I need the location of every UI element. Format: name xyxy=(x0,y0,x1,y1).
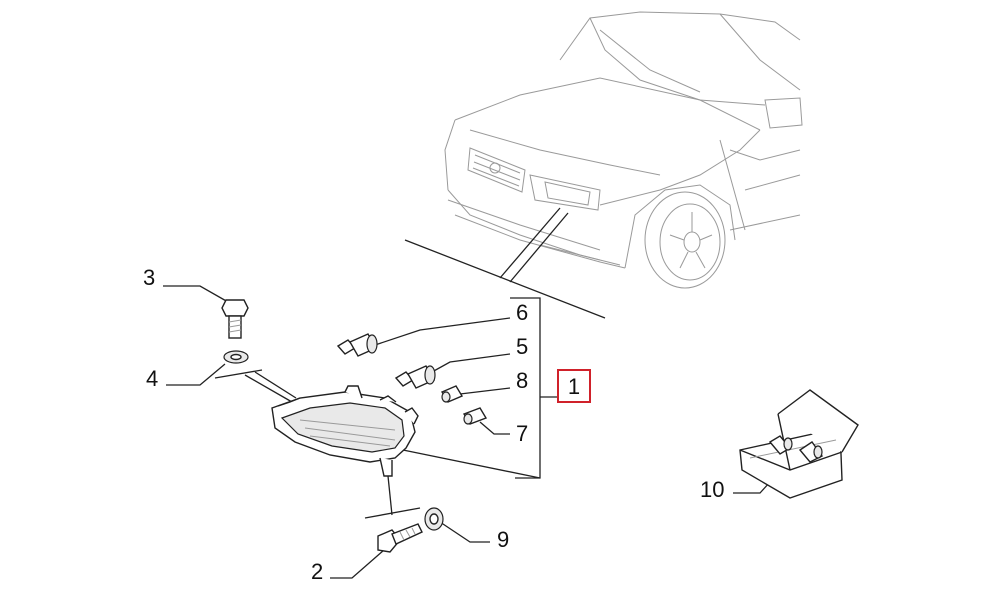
callout-10: 10 xyxy=(700,477,724,502)
bulb-part-7 xyxy=(462,407,488,425)
bolt-part-2 xyxy=(377,523,423,553)
callout-1-highlight: 1 xyxy=(557,369,591,403)
location-section-lines xyxy=(404,207,606,319)
callout-2: 2 xyxy=(311,559,323,584)
washer-part-4 xyxy=(223,350,249,364)
callout-1: 1 xyxy=(568,374,580,399)
bulb-part-8 xyxy=(440,385,464,403)
callout-4: 4 xyxy=(146,366,158,391)
bulb-part-6 xyxy=(336,333,378,357)
bolt-part-3 xyxy=(221,299,249,339)
bulb-part-5 xyxy=(394,365,436,389)
leader-lines xyxy=(163,285,771,579)
bulb-kit-box-illustration xyxy=(739,389,859,499)
callout-8: 8 xyxy=(516,368,528,393)
car-outline-illustration xyxy=(444,11,803,289)
callout-3: 3 xyxy=(143,265,155,290)
mounting-lines xyxy=(214,369,421,519)
callout-6: 6 xyxy=(516,300,528,325)
callout-9: 9 xyxy=(497,527,509,552)
callout-7: 7 xyxy=(516,421,528,446)
callout-5: 5 xyxy=(516,334,528,359)
washer-part-9 xyxy=(424,507,444,531)
headlamp-housing-illustration xyxy=(271,385,419,477)
